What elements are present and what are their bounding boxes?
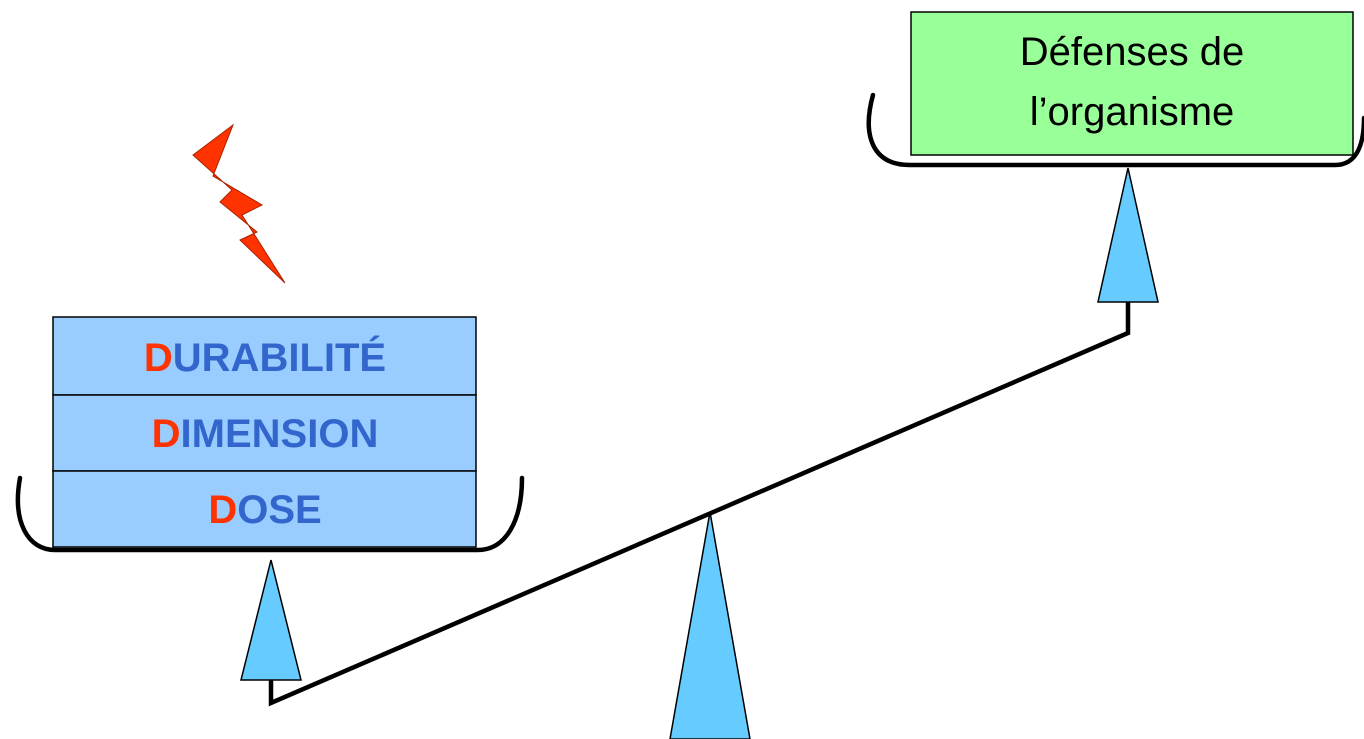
factor-first-letter: D — [152, 412, 181, 456]
factor-label-dose: DOSE — [208, 488, 321, 532]
left-pan — [15, 475, 525, 553]
factor-stack: DURABILITÉ DIMENSION DOSE — [52, 316, 477, 548]
defense-label-line1: Défenses de — [1020, 30, 1245, 74]
factor-rest: URABILITÉ — [173, 335, 386, 380]
factor-rest: OSE — [237, 488, 321, 532]
left-support — [240, 559, 302, 681]
factor-rest: IMENSION — [181, 412, 379, 456]
defense-label-line2: l’organisme — [1030, 90, 1235, 134]
factor-first-letter: D — [144, 336, 173, 380]
factor-box-dose — [52, 470, 477, 548]
factor-box-durabilite — [52, 316, 477, 396]
defense-rect — [910, 11, 1354, 156]
factor-box-dimension — [52, 394, 477, 472]
fulcrum — [669, 511, 751, 739]
factor-first-letter: D — [208, 488, 237, 532]
factor-label-durabilite: DURABILITÉ — [144, 335, 386, 380]
lightning-bolt-icon — [192, 123, 286, 284]
defense-box: Défenses de l’organisme — [910, 11, 1354, 156]
balance-beam — [268, 302, 1131, 707]
right-support — [1097, 167, 1159, 303]
right-pan — [866, 92, 1364, 168]
factor-label-dimension: DIMENSION — [152, 412, 379, 456]
